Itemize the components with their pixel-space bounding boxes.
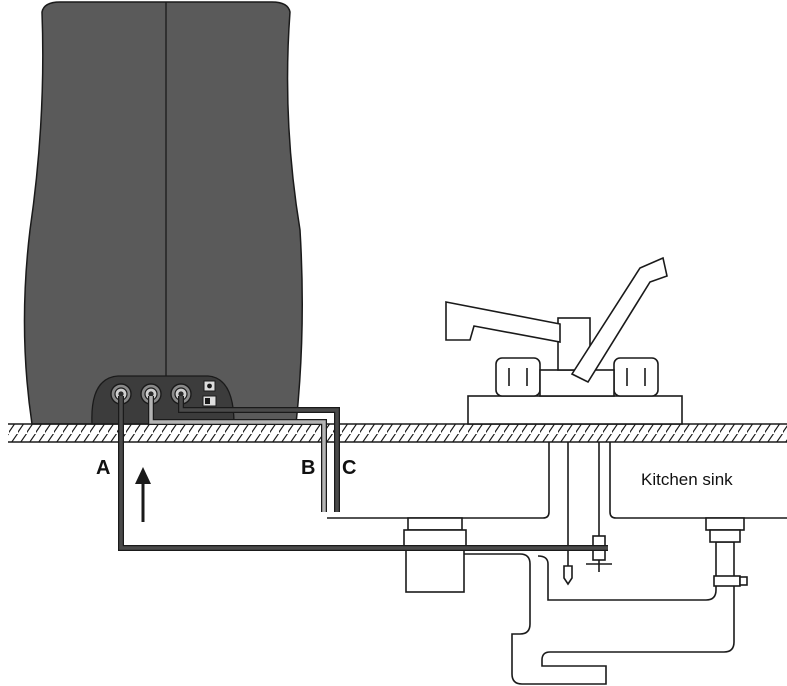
power-socket-icon: [203, 380, 216, 392]
purifier-body: [23, 1, 303, 425]
faucet-supply-lines: [563, 442, 612, 586]
label-c: C: [342, 457, 356, 479]
right-drain-fitting: [705, 517, 748, 587]
port-a: [110, 383, 132, 405]
port-b: [140, 383, 162, 405]
disposer-and-drain: [403, 517, 735, 685]
arrow-up-icon: [135, 467, 151, 522]
sink-basins: [327, 442, 787, 519]
counter-top: [8, 423, 787, 443]
purifier-unit: [23, 1, 303, 425]
label-b: B: [301, 457, 315, 479]
tube-a: [118, 396, 608, 551]
kitchen-faucet: [445, 256, 683, 425]
power-switch-icon: [202, 395, 217, 407]
label-kitchen-sink: Kitchen sink: [641, 470, 733, 489]
label-a: A: [96, 457, 110, 479]
tube-b: [148, 396, 327, 512]
tube-c: [178, 396, 340, 512]
